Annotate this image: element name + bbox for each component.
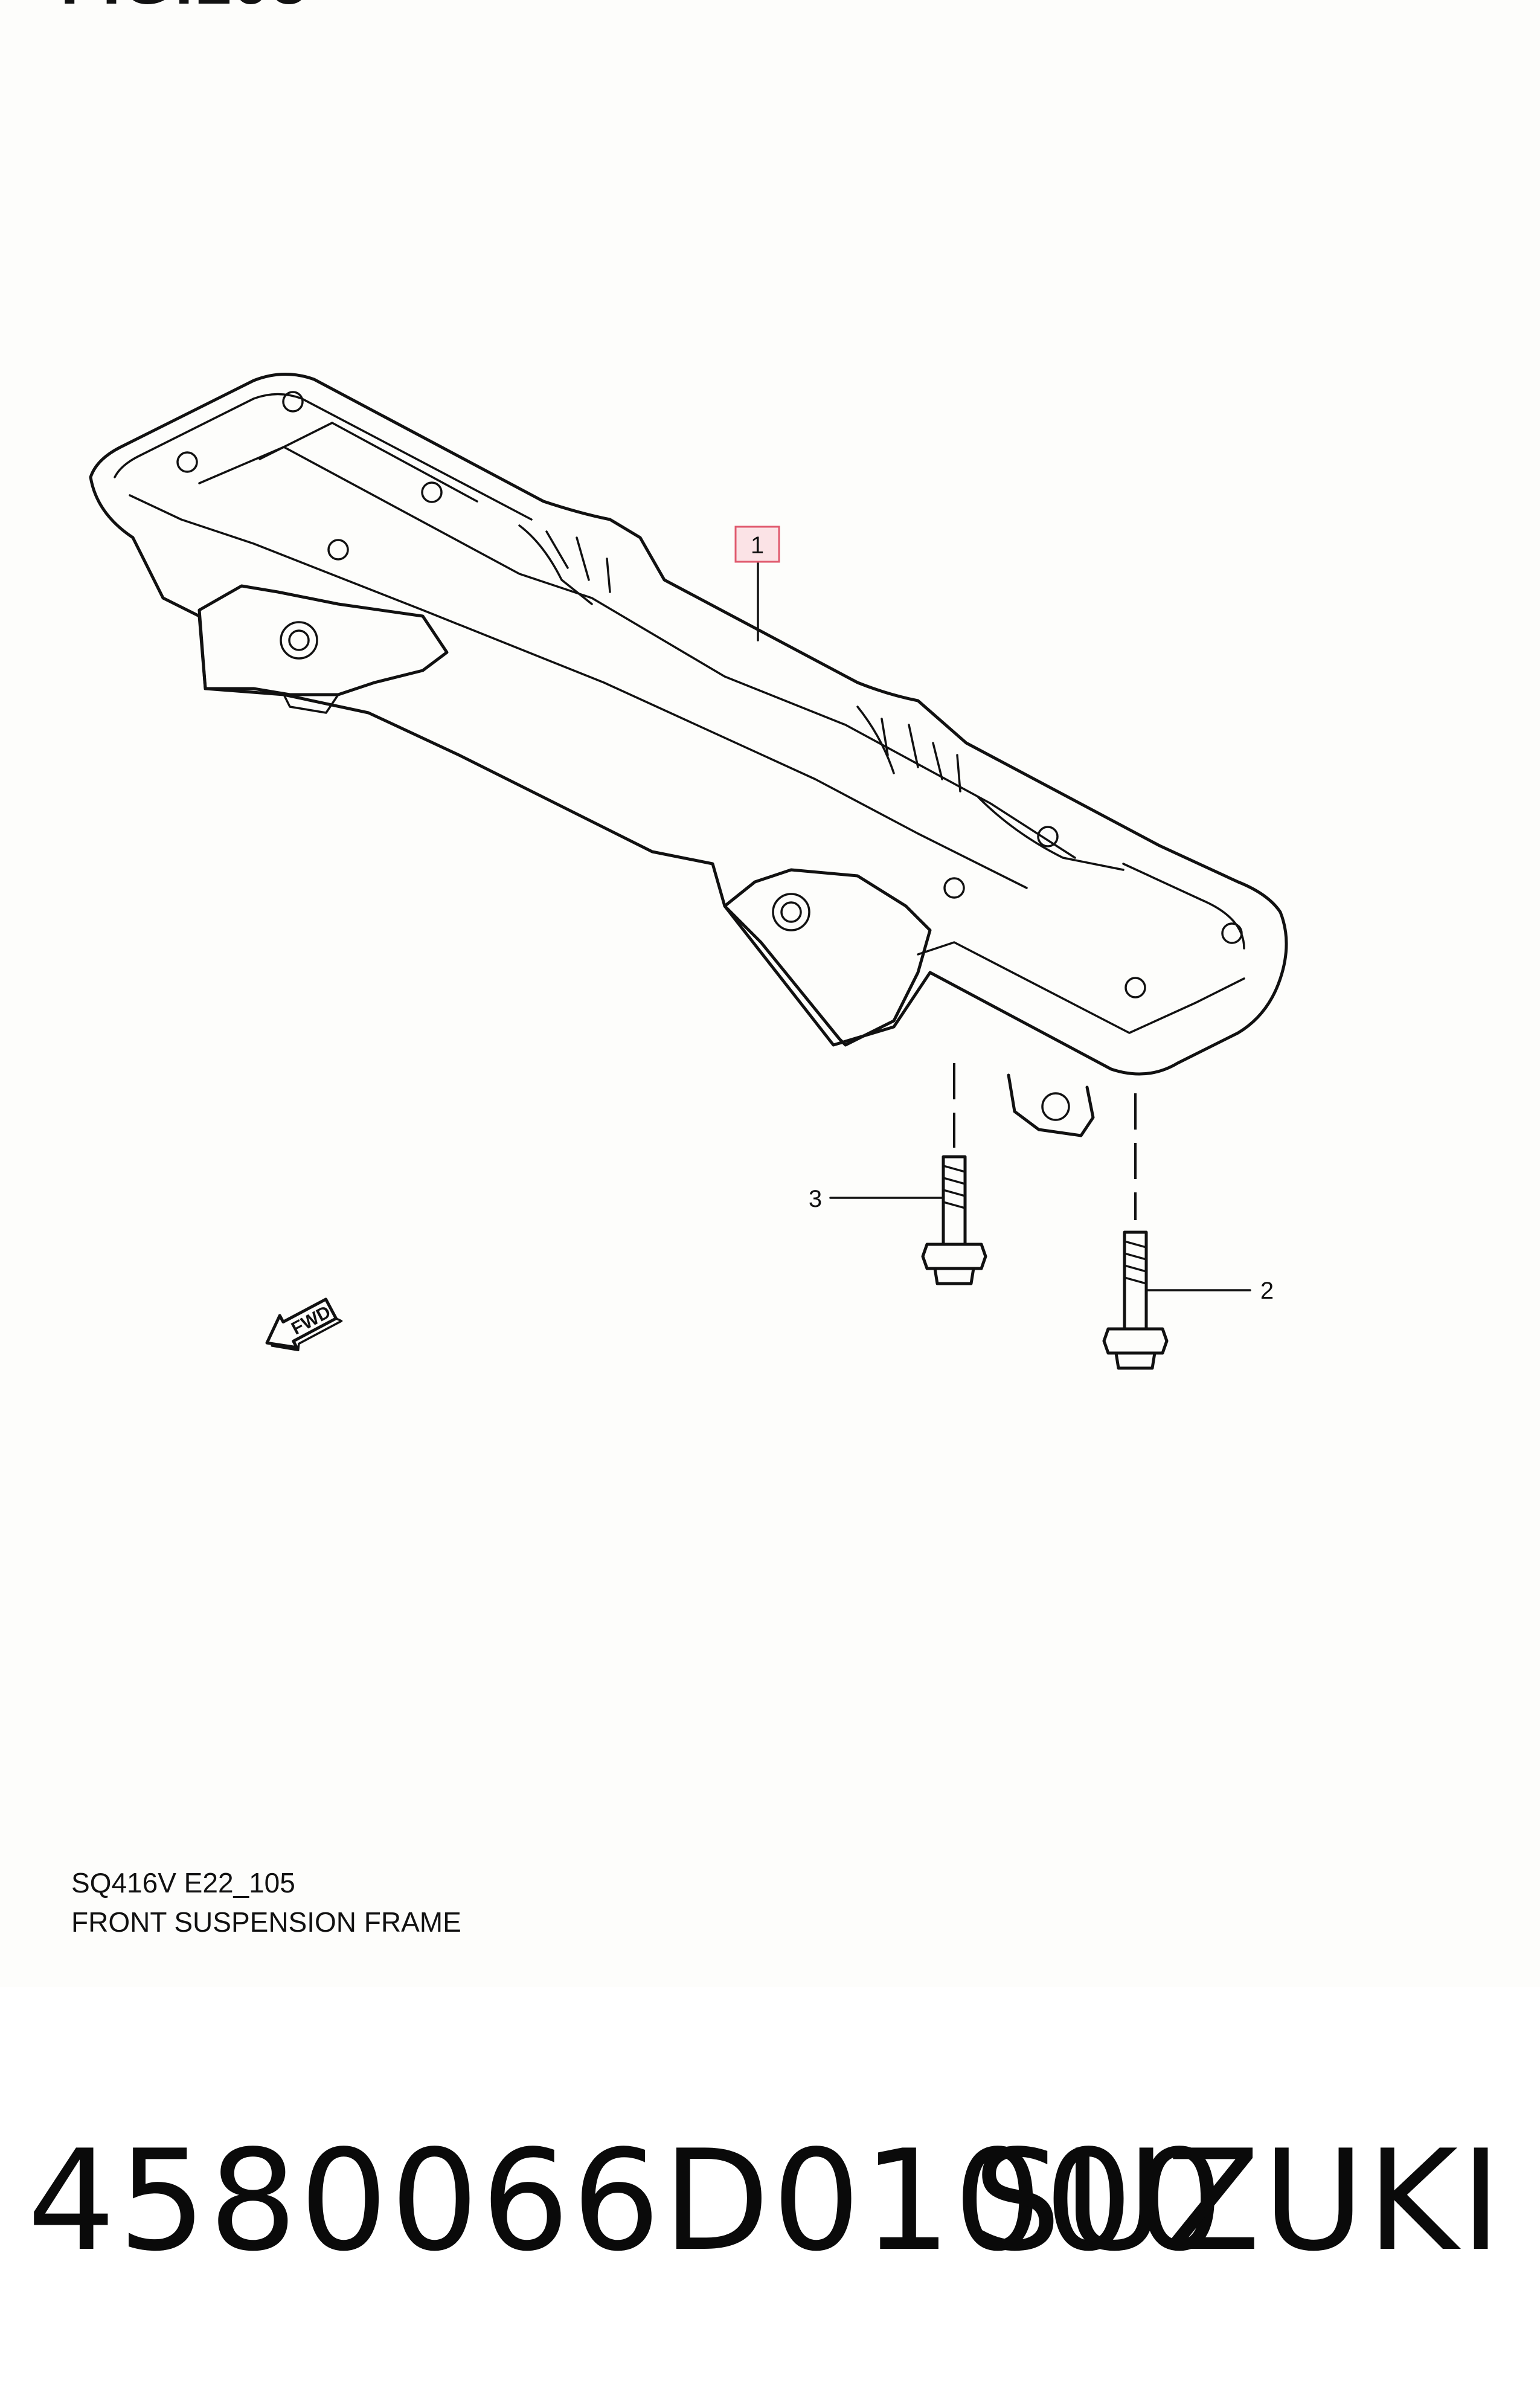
callout-2[interactable]: 2 [1146,1278,1274,1304]
callout-1[interactable]: 1 [734,526,780,641]
part-number: 4580066D01000 [27,2121,1227,2282]
diagram-panel [0,0,1540,1987]
callout-3-label: 3 [809,1186,822,1212]
figure-label: FIG.105 [60,0,309,19]
brand-name: SUZUKI [973,2121,1504,2282]
bolt-2[interactable] [1102,1093,1169,1370]
bolt-3[interactable] [921,1063,987,1285]
caption-code: SQ416V E22_105 [71,1867,295,1898]
front-suspension-frame[interactable] [89,372,1288,1137]
caption-title: FRONT SUSPENSION FRAME [71,1906,461,1938]
parts-diagram: 1 3 2 FWD [89,372,1288,1370]
callout-3[interactable]: 3 [809,1186,943,1212]
callout-2-label: 2 [1260,1278,1274,1304]
footer-bar [0,1987,1540,2392]
callout-1-label: 1 [751,532,764,559]
fwd-arrow-icon: FWD [265,1297,343,1352]
